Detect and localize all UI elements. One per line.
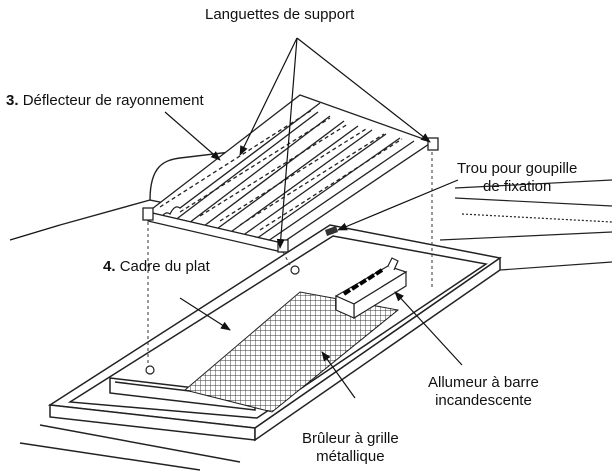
screw <box>145 365 155 375</box>
alignment-lines <box>147 152 433 365</box>
countertop-edge <box>439 179 612 271</box>
label-radiant-deflector: 3. Déflecteur de rayonnement <box>6 92 204 110</box>
label-burner-line2: métallique <box>316 448 385 465</box>
pin-hole <box>325 226 338 236</box>
label-pin-hole-line1: Trou pour goupille <box>457 160 578 177</box>
label-drip-tray-frame: 4. Cadre du plat <box>103 258 210 276</box>
label-pin-hole: Trou pour goupille de fixation <box>457 160 577 196</box>
label-burner-mesh: Brûleur à grille métallique <box>302 430 399 466</box>
label-burner-line1: Brûleur à grille <box>302 430 399 447</box>
label-pin-hole-line2: de fixation <box>482 178 552 195</box>
screw <box>290 265 300 275</box>
radiant-deflector <box>142 94 439 253</box>
glow-bar-igniter <box>334 257 408 320</box>
label-deflector-text: Déflecteur de rayonnement <box>22 92 204 109</box>
label-support-tabs: Languettes de support <box>205 6 355 23</box>
leader-lines <box>164 37 463 399</box>
burner-mesh <box>183 291 400 413</box>
label-deflector-number: 3. <box>6 92 19 109</box>
label-igniter-line2: incandescente <box>435 392 532 409</box>
label-igniter-line1: Allumeur à barre <box>428 374 539 391</box>
label-glow-bar-igniter: Allumeur à barre incandescente <box>428 374 539 410</box>
label-tray-number: 4. <box>103 258 116 275</box>
label-tray-text: Cadre du plat <box>119 258 210 275</box>
